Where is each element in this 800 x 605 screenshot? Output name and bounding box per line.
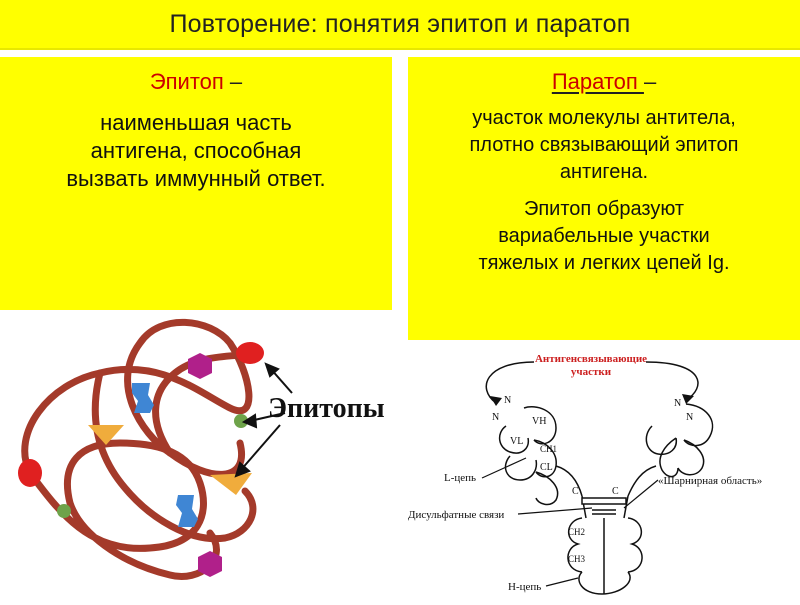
n-label: N bbox=[504, 395, 511, 406]
paratope-term: Паратоп bbox=[551, 69, 644, 94]
paratope-extra-line: вариабельные участки bbox=[498, 225, 710, 247]
left-fab-arm bbox=[498, 406, 583, 506]
epitope-dash: – bbox=[223, 69, 243, 94]
antibody-diagram: Антигенсвязывающие участки bbox=[408, 353, 762, 595]
antigen-binding-header: Антигенсвязывающие bbox=[535, 353, 647, 365]
l-chain-label: L-цепь bbox=[444, 472, 476, 484]
paratope-definition: участок молекулы антитела, плотно связыв… bbox=[414, 105, 794, 186]
epitope-red-left bbox=[18, 459, 42, 487]
title-bar: Повторение: понятия эпитоп и паратоп bbox=[0, 0, 800, 50]
ch3-label: CH3 bbox=[568, 554, 586, 564]
paratope-definition-line: участок молекулы антитела, bbox=[472, 107, 736, 129]
h-chain-label: H-цепь bbox=[508, 581, 541, 593]
c-label: C bbox=[572, 486, 579, 497]
paratope-definition-line: плотно связывающий эпитоп bbox=[469, 134, 739, 156]
epitope-green-left bbox=[57, 504, 71, 518]
epitope-panel: Эпитоп – наименьшая часть антигена, спос… bbox=[0, 57, 392, 310]
paratope-extra-line: Эпитоп образуют bbox=[523, 198, 685, 220]
epitope-definition: наименьшая часть антигена, способная выз… bbox=[6, 109, 386, 193]
vh-label: VH bbox=[532, 416, 546, 427]
epitope-heading: Эпитоп – bbox=[0, 69, 392, 95]
label-leaders bbox=[481, 457, 659, 587]
epitope-term: Эпитоп bbox=[149, 69, 224, 94]
n-label: N bbox=[686, 412, 693, 423]
paratope-extra-line: тяжелых и легких цепей Ig. bbox=[478, 252, 730, 274]
n-label: N bbox=[492, 412, 499, 423]
epitope-green-right bbox=[234, 414, 248, 428]
epitope-blue-top bbox=[132, 383, 154, 413]
paratope-panel: Паратоп – участок молекулы антитела, пло… bbox=[408, 57, 800, 340]
n-label: N bbox=[674, 398, 681, 409]
disulfide-label: Дисульфатные связи bbox=[408, 509, 504, 521]
cl-label: CL bbox=[540, 462, 553, 473]
paratope-heading: Паратоп – bbox=[408, 69, 800, 95]
antigen-chain bbox=[21, 318, 257, 580]
paratope-extra: Эпитоп образуют вариабельные участки тяж… bbox=[414, 196, 794, 277]
vl-label: VL bbox=[510, 436, 523, 447]
antigen-binding-header-2: участки bbox=[571, 366, 612, 378]
epitope-purple-bottom bbox=[198, 551, 222, 577]
epitope-red-top bbox=[236, 342, 264, 364]
paratope-definition-line: антигена. bbox=[559, 161, 649, 183]
epitope-orange-triangle-right bbox=[210, 473, 252, 495]
epitope-definition-line: наименьшая часть bbox=[100, 110, 292, 135]
fc-stem bbox=[567, 495, 643, 595]
antigen-figure: Эпитопы bbox=[0, 313, 386, 600]
ch1-label: CH1 bbox=[540, 444, 557, 454]
c-label: C bbox=[612, 486, 619, 497]
hinge-label: «Шарнирная область» bbox=[658, 475, 762, 487]
paratope-dash: – bbox=[643, 69, 657, 94]
right-fab-arm bbox=[627, 403, 714, 497]
antibody-figure: Антигенсвязывающие участки bbox=[406, 348, 800, 600]
antigen-diagram: Эпитопы bbox=[18, 318, 385, 580]
epitope-blue-bottom bbox=[176, 495, 198, 527]
ch2-label: CH2 bbox=[568, 527, 585, 537]
epitope-arrows bbox=[234, 362, 293, 478]
epitope-definition-line: антигена, способная bbox=[90, 138, 302, 163]
epitope-purple-top bbox=[188, 353, 212, 379]
epitope-orange-triangle-left bbox=[88, 425, 124, 445]
epitopes-label: Эпитопы bbox=[268, 393, 385, 424]
slide-title: Повторение: понятия эпитоп и паратоп bbox=[169, 9, 631, 38]
epitope-definition-line: вызвать иммунный ответ. bbox=[66, 166, 326, 191]
